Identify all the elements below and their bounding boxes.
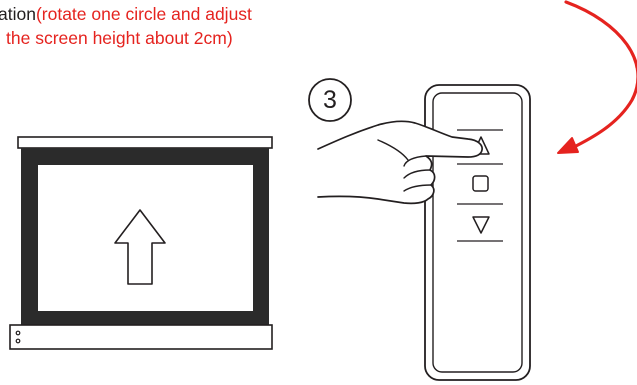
screen-base [10,325,272,349]
step-number: 3 [308,78,352,122]
remote-control [425,85,530,380]
stop-square-icon [473,176,488,191]
projector-screen [10,137,272,349]
rotate-arrow-icon [558,2,637,153]
